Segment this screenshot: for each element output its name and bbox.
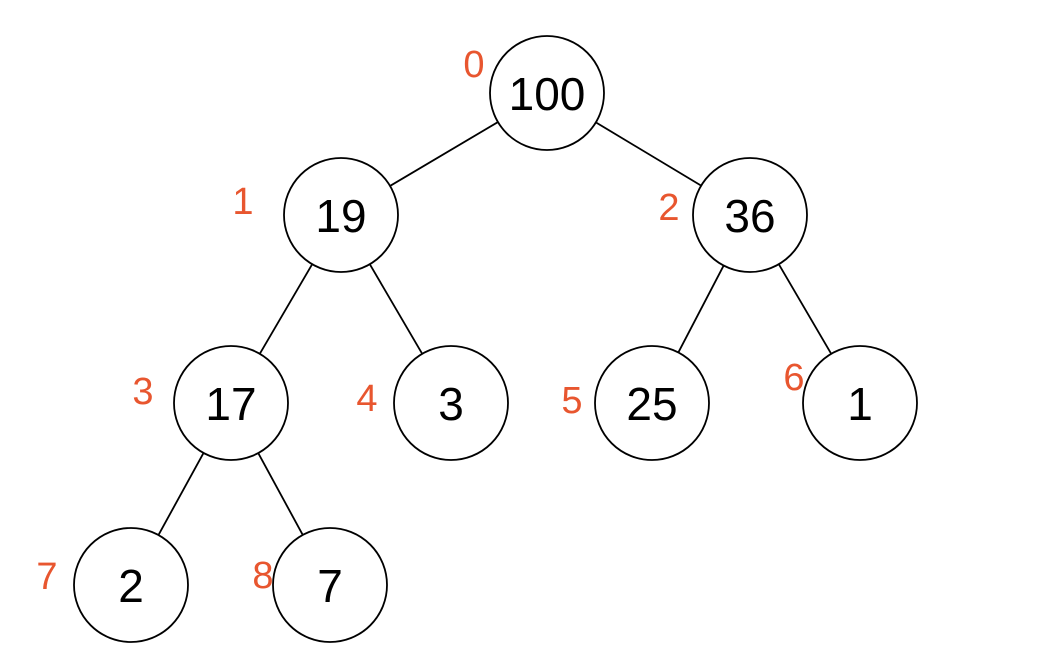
node-value: 17	[205, 378, 256, 430]
heap-node-2: 36 2	[658, 157, 808, 273]
edge-1-4	[369, 263, 423, 355]
node-value: 100	[509, 68, 586, 120]
node-index-label: 3	[132, 371, 153, 413]
node-circle	[73, 527, 189, 643]
node-circle	[393, 345, 509, 461]
heap-node-0: 100 0	[463, 35, 605, 151]
node-value: 3	[438, 378, 464, 430]
node-value: 25	[626, 378, 677, 430]
heap-node-5: 25 5	[561, 345, 710, 461]
node-circle	[594, 345, 710, 461]
node-index-label: 5	[561, 380, 582, 422]
heap-node-7: 27	[36, 527, 189, 643]
node-index-label: 4	[356, 378, 377, 420]
node-value: 7	[317, 560, 343, 612]
edge-1-3	[259, 263, 313, 355]
node-index-label: 0	[463, 44, 484, 86]
heap-node-3: 17 3	[132, 345, 289, 461]
edge-0-2	[595, 121, 702, 187]
node-index-label: 6	[783, 357, 804, 399]
edge-3-7	[157, 452, 205, 536]
node-index-label: 7	[36, 556, 57, 598]
heap-node-4: 34	[356, 345, 509, 461]
edge-3-8	[257, 452, 304, 536]
node-circle	[489, 35, 605, 151]
node-circle	[272, 527, 388, 643]
node-value: 36	[724, 190, 775, 242]
edge-2-6	[778, 263, 832, 355]
node-index-label: 8	[252, 555, 273, 597]
node-index-label: 2	[658, 187, 679, 229]
edges-layer	[157, 121, 832, 536]
heap-node-6: 16	[783, 345, 918, 461]
edge-2-5	[677, 265, 725, 353]
node-value: 1	[847, 378, 873, 430]
node-value: 19	[315, 190, 366, 242]
node-circle	[802, 345, 918, 461]
node-value: 2	[118, 560, 144, 612]
heap-node-8: 78	[252, 527, 388, 643]
node-circle	[692, 157, 808, 273]
edge-0-1	[389, 121, 499, 187]
node-circle	[173, 345, 289, 461]
node-index-label: 1	[232, 181, 253, 223]
heap-node-1: 19 1	[232, 157, 399, 273]
node-circle	[283, 157, 399, 273]
